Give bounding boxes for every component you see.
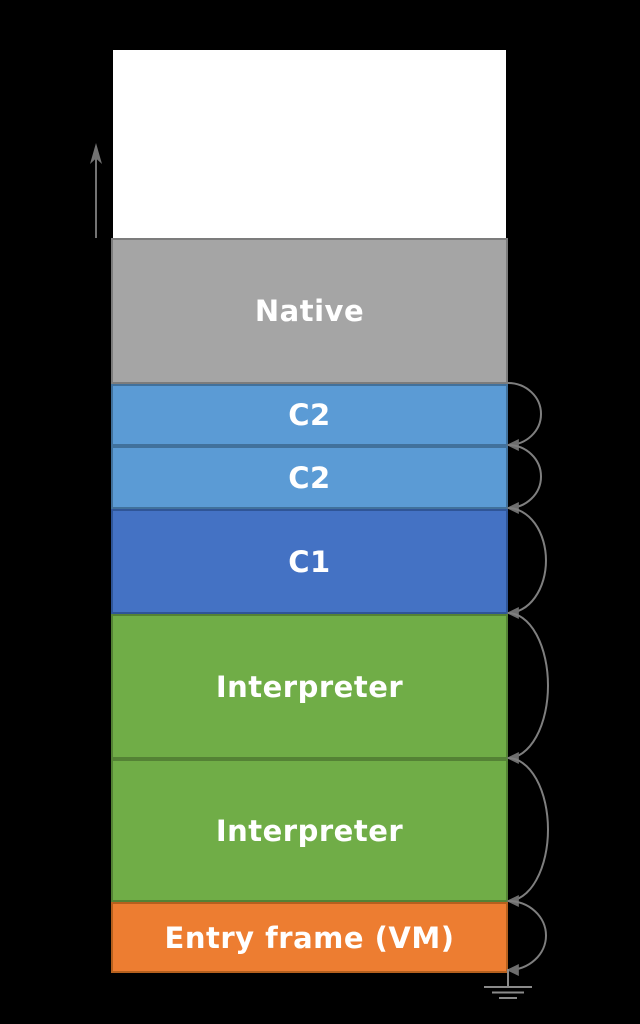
return-arrow-entry	[506, 900, 547, 976]
frame-c2-lower: C2	[111, 446, 508, 509]
frame-entry-vm: Entry frame (VM)	[111, 902, 508, 973]
frame-interpreter-lower-label: Interpreter	[215, 813, 404, 848]
stack-growth-up-arrow-icon	[90, 143, 102, 238]
return-arrow-c1	[506, 507, 547, 619]
frame-c1: C1	[111, 509, 508, 614]
return-flow-curved-arrows-icon	[506, 382, 549, 976]
frame-c2-lower-label: C2	[288, 460, 331, 495]
return-arrow-c2-upper	[506, 382, 542, 451]
frame-entry-vm-label: Entry frame (VM)	[164, 920, 455, 955]
frame-native: Native	[111, 238, 508, 384]
frame-interpreter-lower: Interpreter	[111, 759, 508, 902]
return-arrow-c2-lower	[506, 444, 542, 514]
free-stack-space-block	[113, 50, 506, 238]
frame-c2-upper-label: C2	[288, 398, 331, 432]
frame-interpreter-upper: Interpreter	[111, 614, 508, 759]
return-arrow-int-upper	[506, 612, 549, 764]
return-arrow-int-lower	[506, 757, 549, 907]
frame-native-label: Native	[254, 294, 365, 328]
frame-c1-label: C1	[288, 544, 331, 579]
ground-symbol-icon	[484, 969, 532, 999]
frame-c2-upper: C2	[111, 384, 508, 446]
frame-interpreter-upper-label: Interpreter	[215, 669, 404, 704]
